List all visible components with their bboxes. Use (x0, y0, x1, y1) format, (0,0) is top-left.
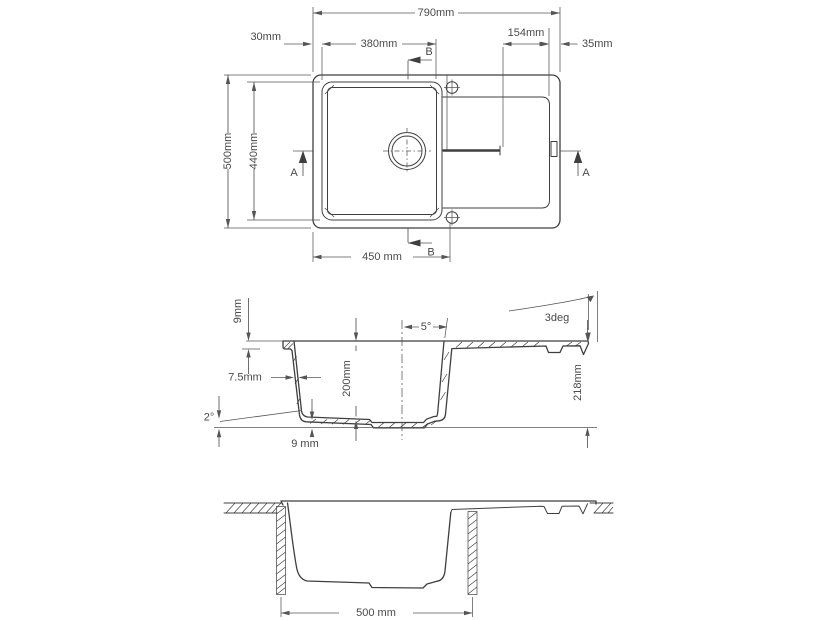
label-base-slope-angle: 2° (204, 412, 215, 424)
label-total-height: 218mm (572, 364, 584, 401)
section-marker-b-bottom: B (407, 228, 435, 259)
dim-bowl-width: 380mm (322, 38, 436, 50)
dim-total-height: 218mm (572, 320, 590, 448)
dim-tap-hole-distance: 450 mm (313, 251, 450, 263)
label-overall-depth: 500mm (222, 133, 234, 170)
label-edge-right-offset: 35mm (582, 38, 613, 50)
cabinet-wall-left (276, 506, 286, 595)
label-bowl-depth: 440mm (248, 133, 260, 170)
label-bowl-width: 380mm (361, 38, 398, 50)
cabinet-wall-right (467, 511, 478, 595)
section-marker-a-right: A (560, 150, 590, 179)
countertop-right (589, 502, 614, 514)
dim-cutout-width: 500 mm (280, 597, 473, 619)
dim-bowl-left-offset: 30mm (250, 31, 312, 47)
section-view: 9mm 7.5mm 200mm 5° 3deg (204, 291, 598, 450)
section-outer-profile (282, 340, 590, 429)
drain (383, 128, 431, 174)
label-cutout-width: 500 mm (356, 607, 396, 619)
tap-hole-bottom (444, 209, 460, 226)
bowl-outline (321, 81, 443, 221)
label-drainer-groove-length: 154mm (508, 27, 545, 39)
section-marker-b-top: B (407, 46, 433, 80)
overflow-cutout (550, 141, 558, 157)
dim-drainer-groove-length: 154mm (503, 27, 548, 47)
countertop-left (223, 502, 283, 514)
dim-wall-draft-angle: 5° (403, 317, 448, 339)
label-wall-thickness: 7.5mm (228, 372, 262, 384)
section-inner-profile (293, 340, 445, 424)
dim-rim-height: 9mm (232, 298, 283, 374)
sink-outline (312, 74, 561, 229)
dim-base-slope-angle: 2° (204, 396, 303, 447)
sink-front-profile (280, 500, 597, 589)
section-hatching (283, 341, 582, 429)
dim-bowl-depth: 440mm (248, 82, 260, 220)
label-section-b-top: B (425, 46, 432, 58)
section-marker-a-left: A (290, 150, 313, 179)
label-rim-height: 9mm (232, 299, 244, 323)
label-section-a-right: A (582, 167, 590, 179)
dim-overall-depth: 500mm (222, 75, 234, 228)
label-drainer-slope: 3deg (545, 312, 569, 324)
label-overall-width: 790mm (418, 7, 455, 19)
label-wall-draft-angle: 5° (421, 321, 432, 333)
label-tap-hole-distance: 450 mm (362, 251, 402, 263)
bowl-corner-chamfers (324, 84, 440, 218)
dim-base-thickness: 9 mm (291, 399, 319, 450)
dim-bowl-inner-depth: 200mm (341, 318, 359, 441)
tap-hole-top (444, 79, 460, 96)
drain-centerlines (383, 128, 431, 174)
label-section-a-left: A (290, 167, 298, 179)
installation-view: 500 mm (223, 500, 614, 619)
label-base-thickness: 9 mm (291, 438, 319, 450)
dim-wall-thickness: 7.5mm (228, 372, 321, 384)
dim-edge-right-offset: 35mm (541, 38, 613, 50)
plan-extension-lines (224, 7, 561, 262)
drainer-outline (442, 75, 558, 209)
plan-view: 790mm 30mm 380mm 154mm 35mm (222, 7, 613, 263)
label-bowl-inner-depth: 200mm (341, 360, 353, 397)
label-bowl-left-offset: 30mm (250, 31, 281, 43)
dim-overall-width: 790mm (313, 7, 560, 19)
label-section-b-bottom: B (427, 247, 434, 259)
dim-drainer-slope: 3deg (508, 291, 598, 342)
